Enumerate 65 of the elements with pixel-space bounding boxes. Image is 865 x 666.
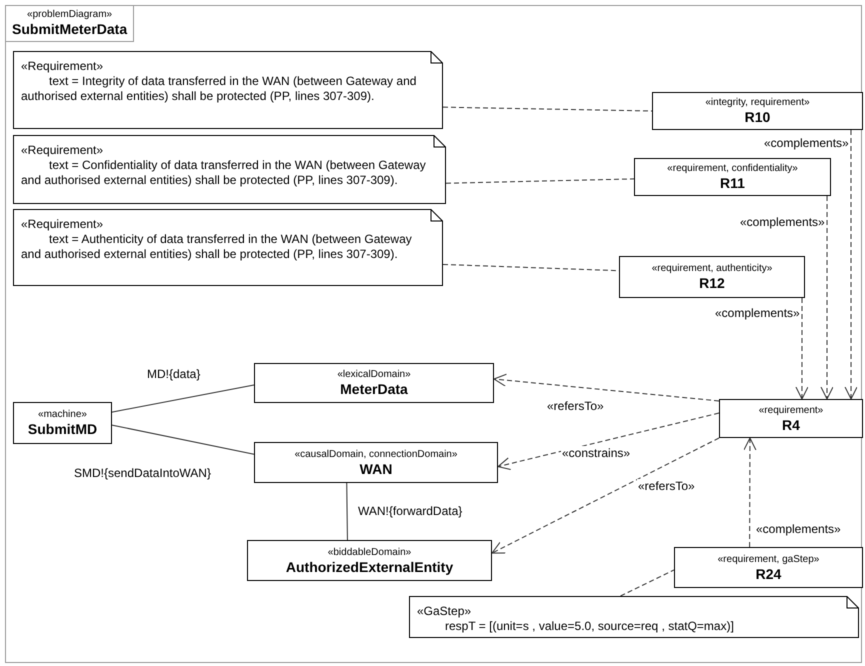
element-name: SubmitMD bbox=[28, 421, 98, 438]
class-box bbox=[619, 256, 805, 298]
edge-label: SMD!{sendDataIntoWAN} bbox=[73, 466, 212, 480]
stereotype-label: «requirement, gaStep» bbox=[718, 552, 820, 566]
stereotype-label: «causalDomain, connectionDomain» bbox=[294, 448, 458, 460]
class-box bbox=[634, 158, 831, 196]
element-name: R24 bbox=[756, 566, 782, 582]
arrow bbox=[820, 196, 834, 400]
edge-label: «complements» bbox=[755, 522, 842, 536]
note-stereotype: «GaStep» bbox=[417, 604, 472, 619]
arrow bbox=[494, 374, 720, 402]
class-box bbox=[674, 547, 863, 588]
connector-line bbox=[346, 482, 348, 540]
element-name: AuthorizedExternalEntity bbox=[286, 558, 454, 576]
edge-label: «refersTo» bbox=[637, 479, 696, 493]
element-name: WAN bbox=[360, 460, 392, 478]
arrow bbox=[498, 412, 720, 470]
note-text: respT = [(unit=s , value=5.0, source=req , statQ=max)] bbox=[444, 619, 735, 634]
edge-label: MD!{data} bbox=[146, 367, 202, 381]
note-stereotype: «Requirement» bbox=[21, 59, 104, 74]
edge-label: WAN!{forwardData} bbox=[357, 504, 464, 518]
connector-line bbox=[442, 106, 652, 112]
note-text: text = Integrity of data transferred in the WAN (between Gateway and authorised external entities) shall be protected (PP, lines 307-309). bbox=[21, 74, 418, 104]
connector-line bbox=[446, 178, 634, 184]
element-name: R12 bbox=[699, 275, 725, 292]
stereotype-label: «requirement» bbox=[758, 404, 824, 416]
arrow bbox=[844, 130, 858, 400]
stereotype-label: «machine» bbox=[38, 408, 87, 421]
note-shape bbox=[13, 135, 446, 204]
note-shape bbox=[13, 51, 443, 129]
stereotype-label: «requirement, authenticity» bbox=[652, 262, 772, 275]
class-box bbox=[652, 92, 863, 130]
note-text: text = Confidentiality of data transferred in the WAN (between Gateway and authorised external entities) shall be protected (PP, lines 307-309). bbox=[21, 158, 427, 188]
note-text: text = Authenticity of data transferred in the WAN (between Gateway and authorised external entities) shall be protected (PP, lines 307-309). bbox=[21, 232, 413, 262]
class-box bbox=[247, 540, 492, 581]
diagram-frame bbox=[5, 5, 862, 663]
edge-label: «constrains» bbox=[561, 446, 632, 460]
arrow bbox=[492, 438, 720, 554]
stereotype-label: «integrity, requirement» bbox=[705, 96, 810, 109]
frame-title: SubmitMeterData bbox=[12, 21, 128, 38]
class-box bbox=[719, 399, 863, 438]
stereotype-label: «requirement, confidentiality» bbox=[667, 162, 798, 175]
arrow bbox=[795, 298, 808, 400]
element-name: MeterData bbox=[340, 381, 408, 398]
element-name: R10 bbox=[744, 109, 770, 126]
element-name: R11 bbox=[720, 175, 745, 192]
note-stereotype: «Requirement» bbox=[21, 217, 104, 232]
stereotype-label: «biddableDomain» bbox=[328, 546, 412, 558]
stereotype-label: «problemDiagram» bbox=[27, 8, 112, 21]
edge-label: «refersTo» bbox=[546, 399, 605, 413]
class-box bbox=[254, 442, 498, 483]
connector-line bbox=[112, 384, 254, 413]
stereotype-label: «lexicalDomain» bbox=[337, 368, 411, 381]
edge-label: «complements» bbox=[763, 136, 850, 150]
edge-label: «complements» bbox=[714, 306, 801, 320]
note-stereotype: «Requirement» bbox=[21, 143, 104, 158]
connector-line bbox=[620, 569, 674, 596]
element-name: R4 bbox=[782, 416, 800, 434]
note-shape bbox=[409, 596, 859, 638]
class-box bbox=[13, 402, 112, 444]
class-box bbox=[254, 363, 494, 403]
arrow bbox=[743, 438, 756, 548]
connector-line bbox=[112, 424, 254, 455]
note-shape bbox=[13, 209, 443, 286]
edge-label: «complements» bbox=[739, 215, 826, 229]
